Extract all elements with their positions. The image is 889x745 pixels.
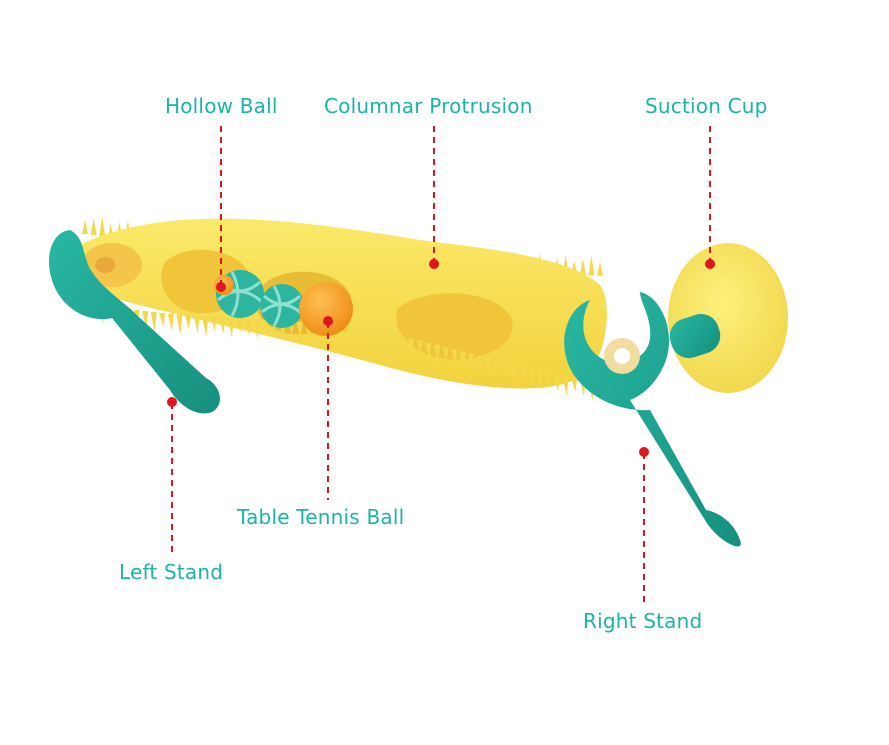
label-table-tennis-ball: Table Tennis Ball: [237, 505, 405, 529]
dot-suction: [705, 259, 715, 269]
label-columnar-protrusion: Columnar Protrusion: [324, 94, 533, 118]
dot-right-stand: [639, 447, 649, 457]
label-hollow-ball: Hollow Ball: [165, 94, 278, 118]
left-stand-shape: [48, 230, 220, 414]
dot-columnar: [429, 259, 439, 269]
label-right-stand: Right Stand: [583, 609, 703, 633]
marker-dots: [167, 259, 715, 457]
dot-hollow-ball: [216, 282, 226, 292]
label-suction-cup: Suction Cup: [645, 94, 768, 118]
leader-lines: [171, 126, 711, 604]
dot-table-tennis: [323, 316, 333, 326]
label-left-stand: Left Stand: [119, 560, 224, 584]
suction-cup-shape: [668, 243, 788, 393]
dot-left-stand: [167, 397, 177, 407]
right-stand-shape: [564, 292, 741, 547]
